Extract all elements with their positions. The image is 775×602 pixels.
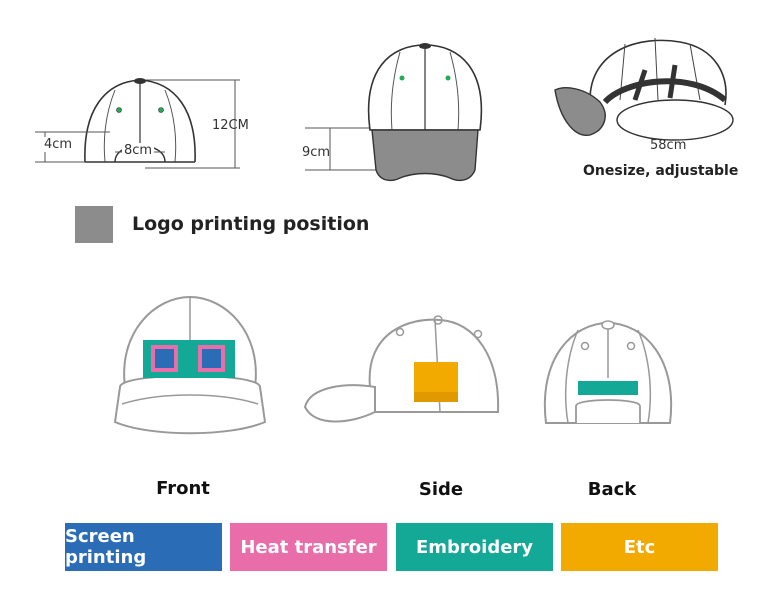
technique-screen-printing: Screen printing <box>65 523 222 571</box>
cap-front-dimension-drawing <box>305 43 483 182</box>
technique-embroidery: Embroidery <box>396 523 553 571</box>
view-label-side: Side <box>418 479 464 500</box>
technique-label: Heat transfer <box>240 536 377 558</box>
dimension-logo-height-label: 9cm <box>302 145 331 160</box>
legend-swatch <box>75 206 113 243</box>
dimension-circumference-label: 58cm <box>650 138 687 153</box>
cap-back-print-view <box>543 320 673 424</box>
dimension-bill-label: 4cm <box>42 137 75 152</box>
technique-heat-transfer: Heat transfer <box>230 523 387 571</box>
technique-etc: Etc <box>561 523 718 571</box>
size-note: Onesize, adjustable <box>583 163 739 179</box>
view-label-back: Back <box>587 479 637 500</box>
view-label-front: Front <box>156 478 210 499</box>
cap-back-dimension-drawing <box>35 78 240 169</box>
legend-label: Logo printing position <box>132 213 370 235</box>
technique-label: Etc <box>623 536 656 558</box>
cap-underside-drawing <box>554 37 734 141</box>
cap-front-print-view <box>113 295 267 435</box>
dimension-height-label: 12CM <box>212 118 249 133</box>
dimension-width-label: 8cm <box>122 143 155 158</box>
cap-side-print-view <box>303 315 500 423</box>
technique-label: Embroidery <box>415 536 534 558</box>
technique-label: Screen printing <box>65 526 147 568</box>
